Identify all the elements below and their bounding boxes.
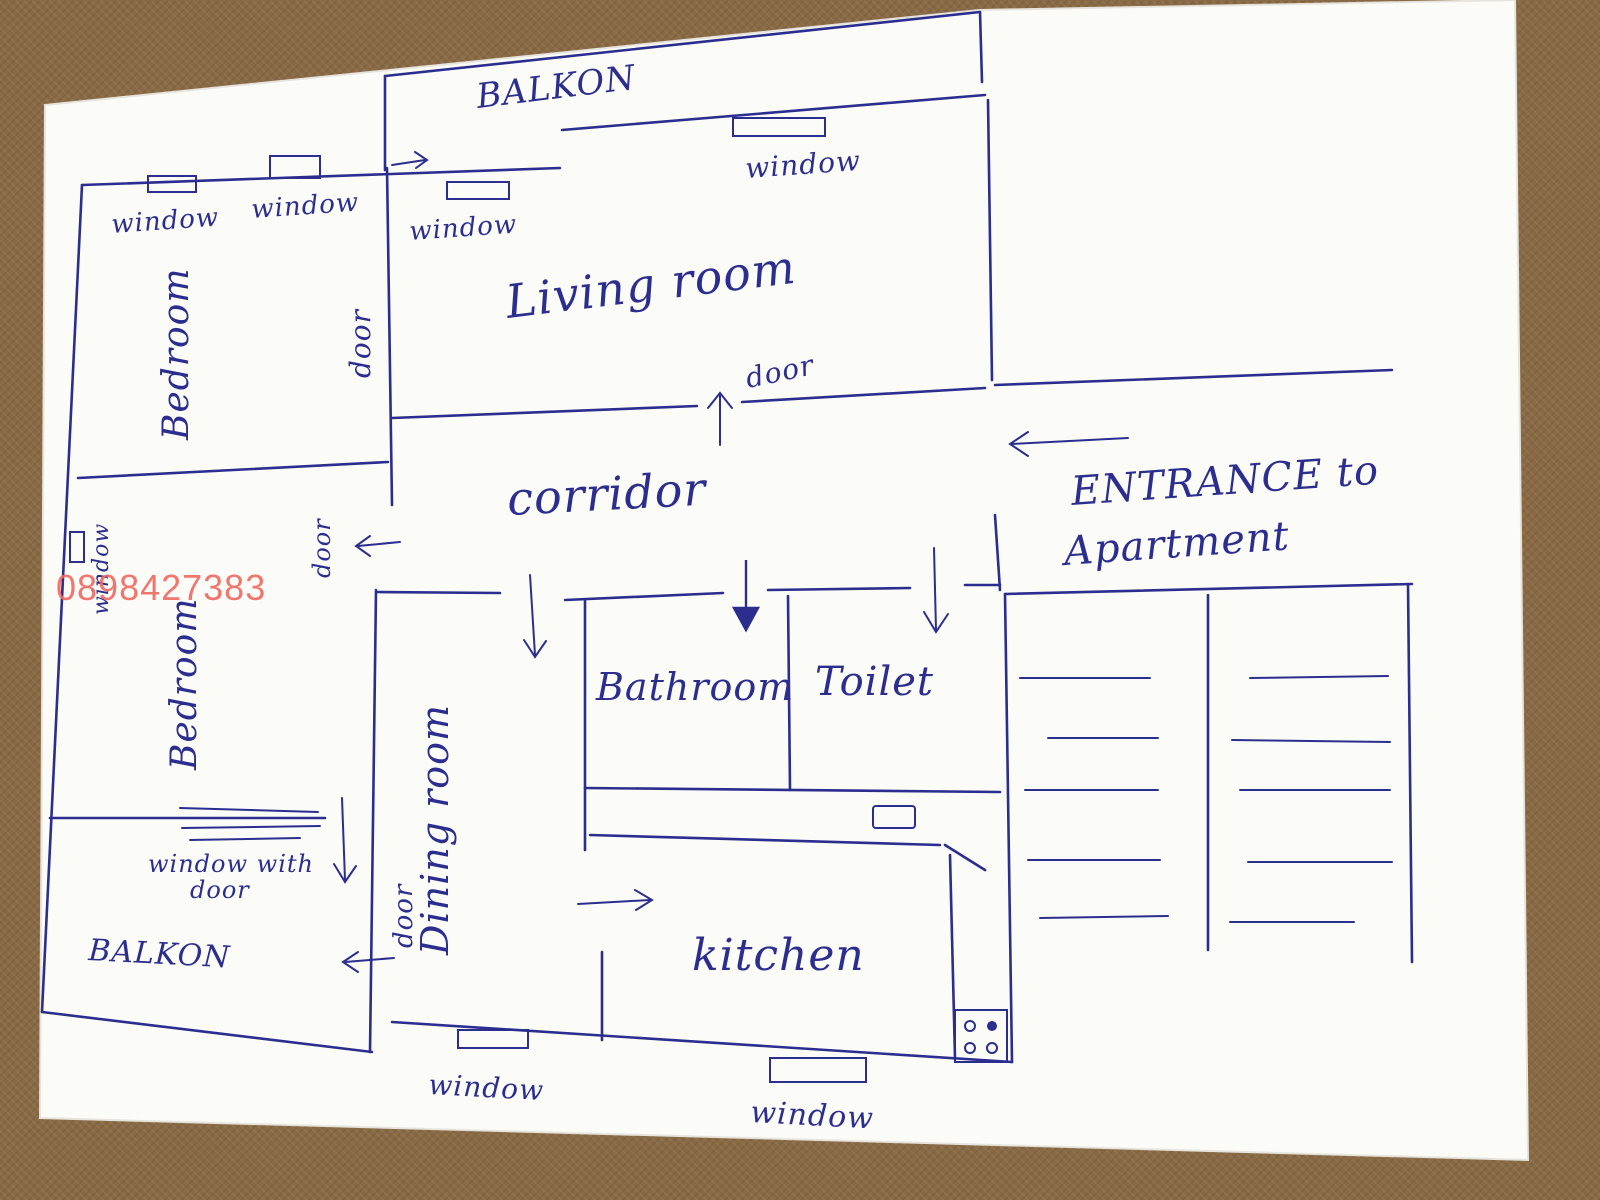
arrow-left-icon — [341, 951, 395, 973]
label-door-bedroom-living: door — [344, 308, 377, 378]
label-window-living-right: window — [744, 144, 862, 185]
label-dining-room: Dining room — [413, 704, 457, 956]
windows — [69, 117, 867, 1083]
stair-step — [1249, 675, 1389, 679]
wall-bottom-dining — [390, 1020, 1014, 1064]
window-with-door-mark-2 — [181, 825, 321, 829]
arrow-left-icon — [1008, 431, 1129, 457]
arrow-left-icon — [354, 535, 401, 557]
arrow-right-icon — [391, 151, 429, 169]
wall-living-top — [560, 93, 987, 132]
wall-bottom-balkon — [40, 1010, 374, 1054]
arrow-down-icon — [923, 547, 949, 634]
label-toilet: Toilet — [815, 659, 934, 705]
arrow-right-icon — [577, 889, 654, 911]
wall-corridor-bottom-1 — [376, 590, 502, 595]
window-bedroom2-side — [69, 531, 85, 563]
label-window-dining-bottom: window — [428, 1068, 545, 1107]
stove-icon — [954, 1009, 1008, 1063]
window-kitchen-bottom — [769, 1057, 867, 1083]
wall-balkon-top — [383, 10, 982, 78]
label-window-with-door-line2: door — [190, 876, 250, 904]
wall-left-outer — [40, 183, 84, 1014]
label-window-bedroom2-side: window — [89, 523, 114, 615]
label-bathroom: Bathroom — [595, 665, 794, 709]
window-bedroom-2 — [269, 155, 321, 179]
label-corridor: corridor — [506, 462, 710, 526]
wall-counter-hook — [943, 843, 987, 872]
arrow-down-icon — [731, 560, 761, 633]
label-window-kitchen-bottom: window — [750, 1095, 875, 1136]
phone-watermark: 0898427383 — [56, 567, 266, 608]
window-dining-bottom — [457, 1029, 529, 1049]
label-door-dining-balkon: door — [389, 883, 419, 948]
wall-living-right — [986, 98, 994, 382]
label-balkon-bottom: BALKON — [87, 933, 232, 975]
wall-corridor-top-left — [390, 404, 699, 420]
paper-sheet — [38, 0, 1530, 1162]
wall-stair-right — [1406, 582, 1414, 964]
arrow-up-icon — [707, 391, 733, 446]
wall-bedroom2-dining — [368, 588, 378, 1054]
wall-bathroom-toilet — [786, 594, 792, 792]
window-living-left — [446, 181, 510, 200]
wall-outer-right-top — [993, 368, 1394, 387]
wall-balkon-right — [978, 10, 984, 84]
staircase — [1019, 675, 1393, 923]
window-living-right — [732, 117, 826, 137]
wall-bathroom-bottom — [583, 786, 1002, 794]
window-with-door-mark-1 — [179, 807, 319, 813]
window-with-door-mark-3 — [189, 837, 301, 841]
wall-stair-left — [1003, 592, 1014, 1064]
label-door-bedroom2: door — [308, 518, 336, 578]
label-window-with-door-line1: window with — [148, 850, 314, 878]
wall-bedroom-bottom — [76, 460, 390, 480]
arrow-down-icon — [333, 797, 357, 884]
wall-stair-top — [1003, 582, 1414, 596]
wall-bedroom-living — [385, 166, 394, 507]
arrows — [333, 151, 1129, 973]
arrow-down-icon — [523, 574, 547, 659]
label-bedroom-bottom: Bedroom — [164, 598, 205, 772]
stair-step — [1231, 739, 1391, 743]
window-bedroom-1 — [147, 175, 197, 193]
label-bedroom-top: Bedroom — [156, 268, 197, 442]
walls — [40, 10, 1414, 1064]
wall-corridor-bottom-3 — [766, 586, 912, 592]
label-kitchen: kitchen — [692, 930, 865, 981]
stair-step — [1039, 915, 1169, 919]
wall-corridor-top-right — [740, 386, 987, 404]
sink-icon — [872, 805, 916, 829]
wall-corridor-bottom-2 — [563, 591, 725, 602]
wall-counter-top — [588, 833, 942, 847]
wall-corridor-right — [993, 513, 1002, 592]
